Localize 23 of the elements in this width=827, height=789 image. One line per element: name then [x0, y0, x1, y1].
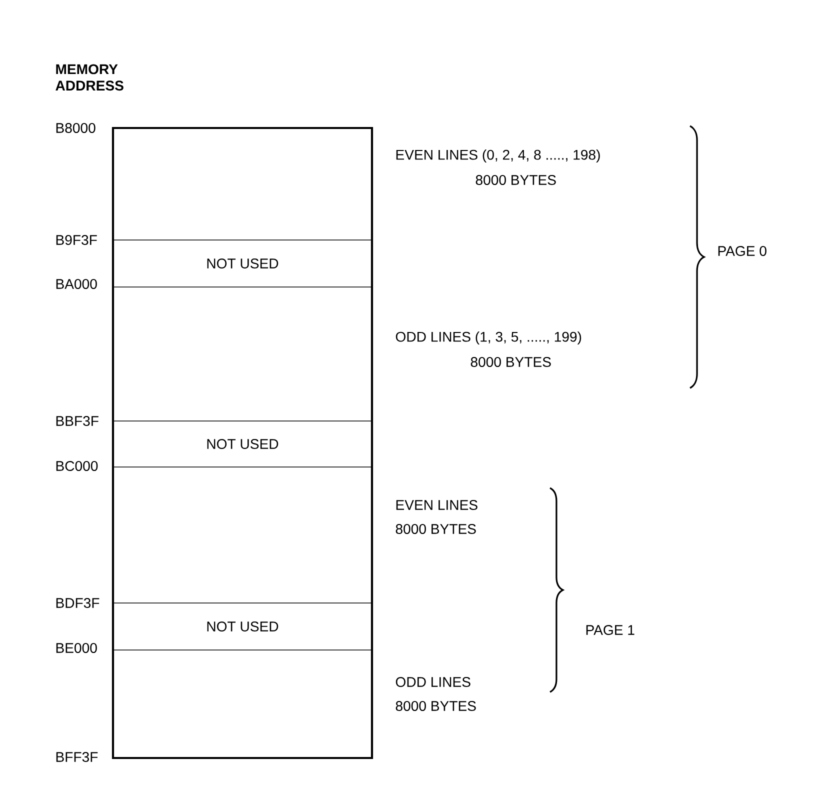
- page-label: PAGE 1: [586, 625, 634, 635]
- region-label: 8000 BYTES: [396, 701, 476, 711]
- region-label: EVEN LINES (0, 2, 4, 8 ....., 198): [396, 149, 600, 163]
- address-label: B8000: [56, 123, 96, 133]
- region-label: 8000 BYTES: [470, 357, 551, 367]
- region-label: ODD LINES (1, 3, 5, ....., 199): [396, 331, 582, 345]
- region-label: 8000 BYTES: [476, 175, 556, 185]
- axis-title: MEMORY ADDRESS: [56, 64, 124, 91]
- unused-region-band: NOT USED: [112, 240, 372, 288]
- address-label: BE000: [56, 643, 97, 653]
- address-label: BDF3F: [56, 598, 100, 608]
- region-label: 8000 BYTES: [396, 524, 476, 534]
- address-label: BFF3F: [56, 752, 98, 762]
- address-label: B9F3F: [56, 235, 97, 245]
- address-label: BC000: [56, 461, 98, 471]
- memory-map-box: [112, 126, 374, 760]
- address-label: BBF3F: [56, 416, 98, 426]
- page-label: PAGE 0: [718, 246, 766, 256]
- unused-region-band: NOT USED: [112, 602, 372, 650]
- region-label: ODD LINES: [396, 677, 470, 687]
- region-label: EVEN LINES: [396, 500, 478, 510]
- address-label: BA000: [56, 279, 97, 289]
- unused-region-band: NOT USED: [112, 420, 372, 468]
